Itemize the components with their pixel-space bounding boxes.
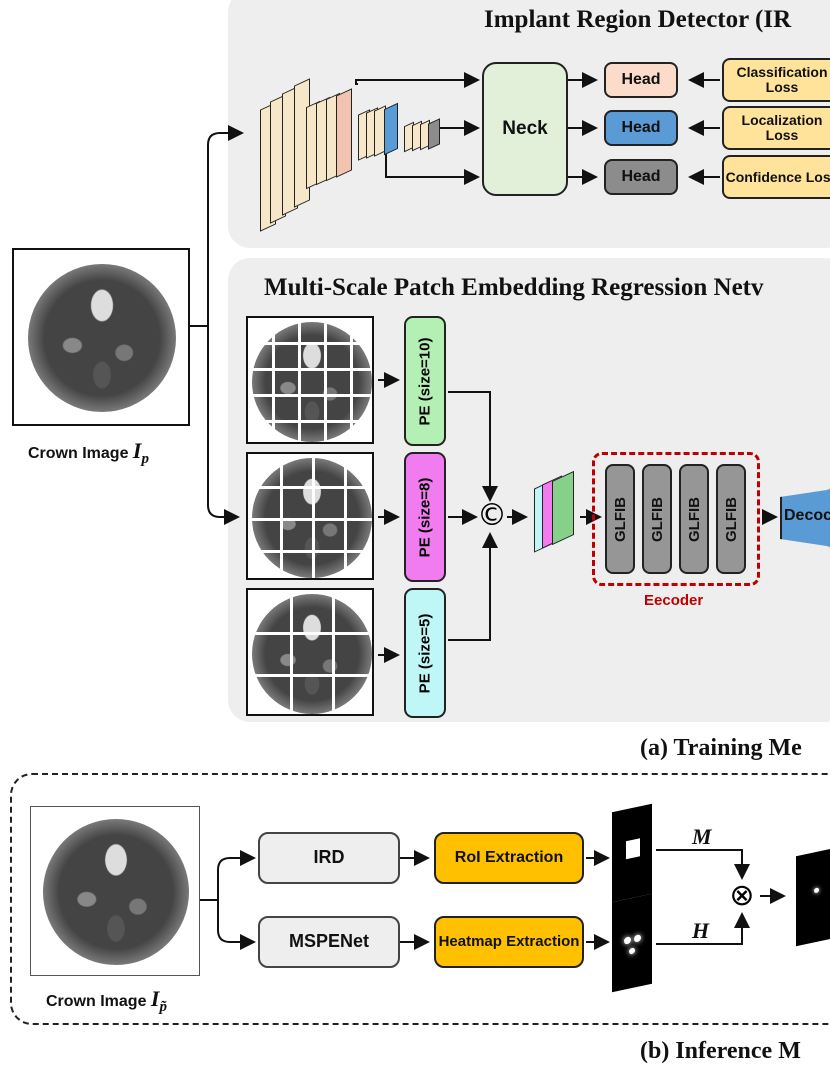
m-label: M	[692, 824, 712, 849]
confidence-loss: Confidence Loss	[722, 155, 830, 199]
crown-image-label-inference: Crown Image Ip̃	[46, 986, 167, 1015]
crown-image-inference	[30, 806, 200, 976]
result-map-image	[796, 847, 830, 947]
glfib-block-1: GLFIB	[605, 464, 635, 574]
crown-image-inference-picture	[43, 819, 189, 965]
multiply-symbol: ⊗	[729, 878, 755, 913]
localization-loss: Localization Loss	[722, 106, 830, 150]
heatmap-image	[612, 893, 652, 993]
inference-frame	[10, 773, 830, 1025]
glfib-block-4: GLFIB	[716, 464, 746, 574]
encoder-label: Eecoder	[644, 592, 704, 609]
crown-image-training	[12, 248, 190, 426]
patch-image-size-10	[246, 316, 374, 444]
ird-title: Implant Region Detector (IR	[484, 6, 792, 33]
classification-head: Head	[604, 62, 678, 98]
h-label: H	[692, 918, 710, 943]
crown-label-text-inference: Crown Image	[46, 993, 147, 1010]
pe-block-size-10: PE (size=10)	[404, 316, 446, 446]
glfib-label-3: GLFIB	[685, 496, 703, 542]
concat-symbol: ©	[477, 498, 507, 533]
crown-subscript: p	[141, 451, 149, 467]
heatmap-extraction-box: Heatmap Extraction	[434, 916, 584, 968]
crown-symbol: I	[132, 438, 142, 463]
crown-label-text: Crown Image	[28, 445, 129, 462]
crown-image-label-training: Crown Image Ip	[28, 438, 149, 467]
training-caption: (a) Training Me	[640, 735, 802, 761]
pe-label-size-10: PE (size=10)	[416, 337, 434, 425]
glfib-label-4: GLFIB	[722, 496, 740, 542]
crown-subscript-inference: p̃	[159, 999, 167, 1015]
glfib-block-3: GLFIB	[679, 464, 709, 574]
patch-image-size-8	[246, 452, 374, 580]
glfib-label-2: GLFIB	[648, 496, 666, 542]
pe-label-size-8: PE (size=8)	[416, 477, 434, 557]
glfib-block-2: GLFIB	[642, 464, 672, 574]
encoder-frame	[592, 452, 760, 586]
roi-mask-image	[612, 803, 652, 903]
inference-caption: (b) Inference M	[640, 1038, 801, 1064]
crown-image-picture	[28, 264, 176, 412]
localization-head: Head	[604, 110, 678, 146]
ird-box: IRD	[258, 832, 400, 884]
pe-label-size-5: PE (size=5)	[416, 613, 434, 693]
roi-extraction-box: RoI Extraction	[434, 832, 584, 884]
crown-symbol-inference: I	[150, 986, 160, 1011]
mspenet-box: MSPENet	[258, 916, 400, 968]
confidence-head: Head	[604, 159, 678, 195]
pe-block-size-8: PE (size=8)	[404, 452, 446, 582]
neck-block: Neck	[482, 62, 568, 196]
decoder-label: Decoc	[784, 507, 830, 524]
mspenet-title: Multi-Scale Patch Embedding Regression N…	[264, 274, 764, 301]
pe-block-size-5: PE (size=5)	[404, 588, 446, 718]
classification-loss: Classification Loss	[722, 58, 830, 102]
patch-image-size-5	[246, 588, 374, 716]
glfib-label-1: GLFIB	[611, 496, 629, 542]
